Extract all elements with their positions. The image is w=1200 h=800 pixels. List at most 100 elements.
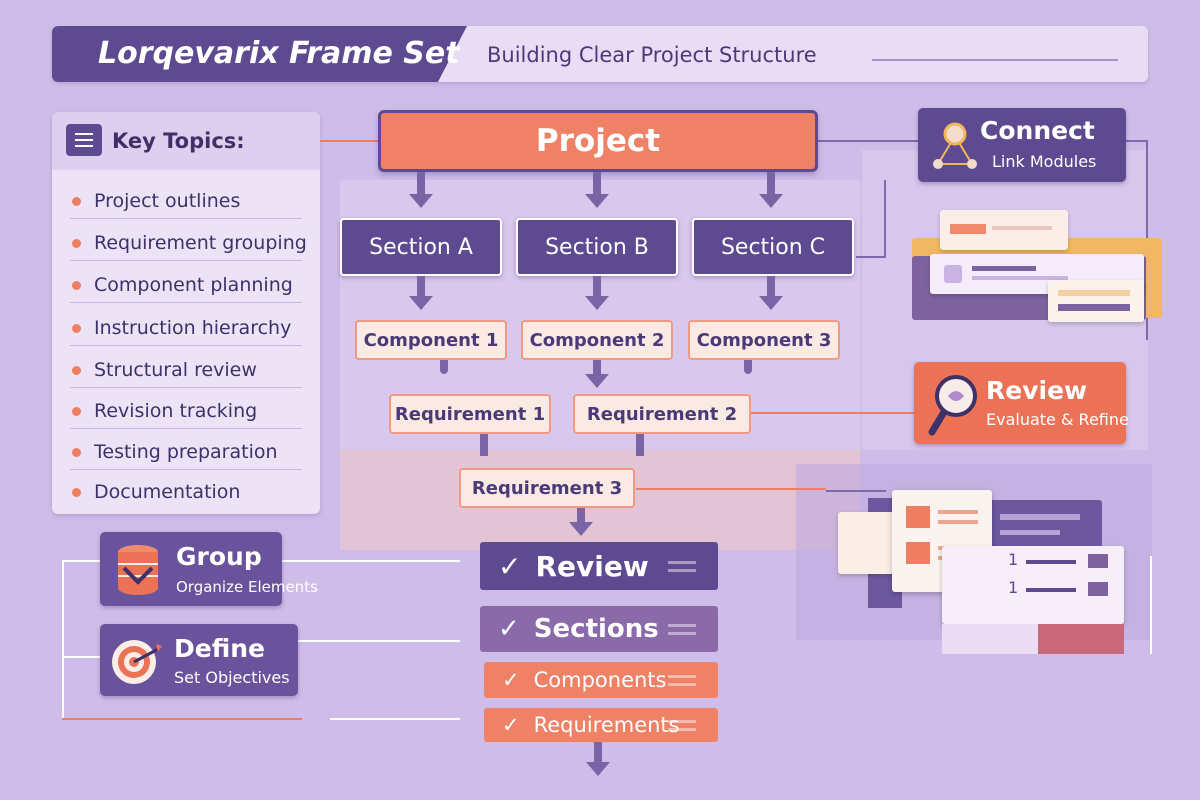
- checklist-review-bar[interactable]: ✓ Review: [480, 542, 718, 590]
- arrow-down-icon: [585, 296, 609, 310]
- review-callout[interactable]: Review Evaluate & Refine: [914, 362, 1129, 444]
- connector-line: [62, 560, 64, 718]
- card-line: [1026, 588, 1076, 592]
- card-top: [940, 210, 1068, 250]
- network-node-icon: [933, 122, 977, 169]
- card-bar: [950, 224, 986, 234]
- checkbox-icon: [944, 265, 962, 283]
- checklist-label: Requirements: [533, 713, 680, 737]
- callout-title: Connect: [980, 116, 1095, 145]
- arrow-shaft: [636, 434, 644, 456]
- lines-icon: [668, 619, 696, 640]
- checklist-components-bar[interactable]: ✓ Components: [484, 662, 718, 698]
- bullet-dot: [72, 281, 81, 290]
- section-b-node[interactable]: Section B: [516, 218, 678, 276]
- card-line: [1058, 290, 1130, 296]
- bullet-dot: [72, 488, 81, 497]
- arrow-shaft: [593, 276, 601, 296]
- connector-line: [856, 256, 884, 258]
- arrow-shaft: [440, 360, 448, 374]
- topic-item: Component planning: [70, 267, 302, 303]
- connector-line: [1150, 556, 1152, 654]
- card-note: [1048, 280, 1144, 322]
- check-icon: ✓: [498, 614, 520, 644]
- arrow-down-icon: [585, 194, 609, 208]
- bullet-dot: [72, 324, 81, 333]
- requirement-2-node[interactable]: Requirement 2: [573, 394, 751, 434]
- connector-line: [330, 718, 460, 720]
- connector-line: [62, 718, 302, 720]
- arrow-shaft: [744, 360, 752, 374]
- arrow-down-icon: [585, 374, 609, 388]
- connector-line: [320, 140, 378, 142]
- connect-callout[interactable]: Connect Link Modules: [918, 108, 1126, 182]
- callout-title: Define: [174, 634, 265, 663]
- topic-item: Instruction hierarchy: [70, 310, 302, 346]
- arrow-down-icon: [409, 296, 433, 310]
- define-callout[interactable]: Define Set Objectives: [100, 624, 298, 696]
- arrow-down-icon: [569, 522, 593, 536]
- connector-line: [826, 490, 886, 492]
- card-line: [938, 510, 978, 514]
- checklist-label: Components: [533, 668, 667, 692]
- page-subtitle: Building Clear Project Structure: [487, 43, 817, 67]
- doc-card-left: [838, 512, 900, 574]
- check-icon: ✓: [498, 549, 522, 583]
- card-line: [1000, 530, 1060, 535]
- lines-icon: [668, 556, 696, 577]
- topic-item: Testing preparation: [70, 434, 302, 470]
- card-line: [1058, 304, 1130, 311]
- card-line: [972, 276, 1068, 280]
- bullet-dot: [72, 407, 81, 416]
- card-bar: [1088, 554, 1108, 568]
- topic-item: Revision tracking: [70, 393, 302, 429]
- connector-line: [298, 640, 460, 642]
- arrow-down-icon: [759, 194, 783, 208]
- check-icon: ✓: [502, 668, 520, 692]
- topic-item: Structural review: [70, 352, 302, 388]
- target-icon: [112, 640, 162, 684]
- check-icon: ✓: [502, 713, 520, 737]
- requirement-3-node[interactable]: Requirement 3: [459, 468, 635, 508]
- header-divider: [872, 59, 1118, 61]
- arrow-shaft: [594, 742, 602, 762]
- callout-title: Group: [176, 542, 262, 571]
- topics-title: Key Topics:: [112, 129, 245, 153]
- card-line: [992, 226, 1052, 230]
- section-a-node[interactable]: Section A: [340, 218, 502, 276]
- component-1-node[interactable]: Component 1: [355, 320, 507, 360]
- bullet-dot: [72, 448, 81, 457]
- arrow-shaft: [417, 172, 425, 194]
- callout-subtitle: Organize Elements: [176, 578, 318, 596]
- bullet-dot: [72, 239, 81, 248]
- section-c-node[interactable]: Section C: [692, 218, 854, 276]
- callout-title: Review: [986, 376, 1088, 405]
- requirement-1-node[interactable]: Requirement 1: [389, 394, 551, 434]
- arrow-shaft: [593, 360, 601, 374]
- callout-subtitle: Link Modules: [992, 152, 1097, 171]
- arrow-shaft: [593, 172, 601, 194]
- arrow-shaft: [480, 434, 488, 456]
- group-callout[interactable]: Group Organize Elements: [100, 532, 318, 606]
- project-node[interactable]: Project: [378, 110, 818, 172]
- checklist-sections-bar[interactable]: ✓ Sections: [480, 606, 718, 652]
- connector-line: [62, 656, 100, 658]
- component-3-node[interactable]: Component 3: [688, 320, 840, 360]
- bullet-dot: [72, 366, 81, 375]
- arrow-shaft: [767, 276, 775, 296]
- card-line: [1000, 514, 1080, 520]
- page-title: Lorqevarix Frame Set: [98, 36, 460, 71]
- list-number: 1: [1008, 550, 1019, 569]
- topic-item: Documentation: [70, 474, 302, 510]
- component-2-node[interactable]: Component 2: [521, 320, 673, 360]
- menu-icon: [66, 124, 102, 156]
- callout-subtitle: Set Objectives: [174, 668, 290, 687]
- connector-line: [750, 412, 914, 414]
- magnifier-icon: [928, 375, 977, 436]
- topic-item: Project outlines: [70, 183, 302, 219]
- arrow-shaft: [767, 172, 775, 194]
- checklist-requirements-bar[interactable]: ✓ Requirements: [484, 708, 718, 742]
- lines-icon: [668, 670, 696, 691]
- card-bar: [906, 506, 930, 528]
- callout-subtitle: Evaluate & Refine: [986, 410, 1129, 429]
